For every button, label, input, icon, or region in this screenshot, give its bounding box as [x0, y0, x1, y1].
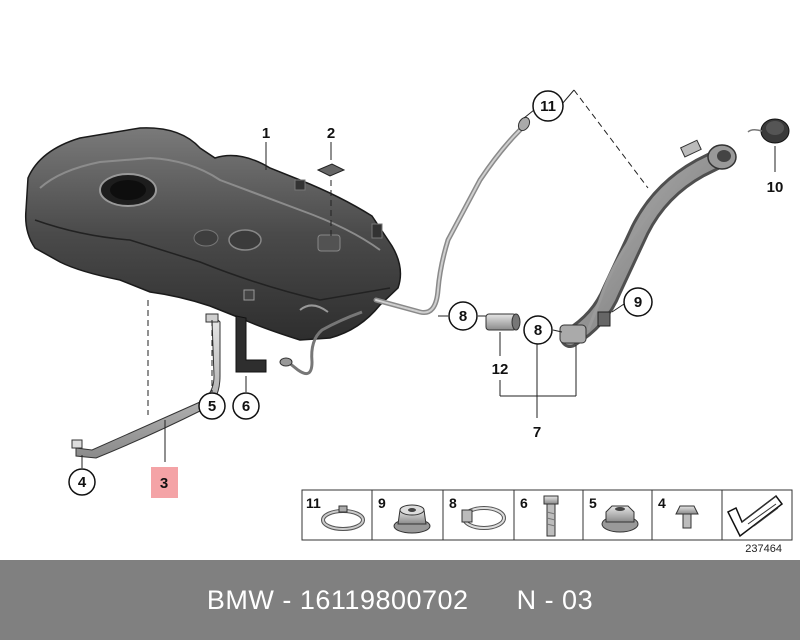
screw-icon [675, 505, 699, 529]
callout-2-label: 2 [327, 125, 335, 142]
callout-6-label: 6 [242, 398, 250, 415]
callout-1-label: 1 [262, 125, 270, 142]
filler-pipe [559, 139, 737, 348]
callout-4-label: 4 [78, 474, 87, 491]
callout-7-label: 7 [533, 424, 541, 441]
callout-8-b: 8 [523, 315, 553, 345]
callout-4: 4 [68, 468, 96, 496]
collar-nut-icon [393, 504, 431, 534]
fuel-tank [24, 127, 402, 373]
callout-11-label: 11 [540, 98, 556, 115]
callout-6: 6 [232, 392, 260, 420]
parts-legend: 11 9 8 [301, 489, 793, 541]
legend-item-arrow [726, 494, 784, 538]
highlight-part-3 [151, 467, 178, 498]
callout-12-label: 12 [492, 361, 509, 378]
callout-12: 12 [492, 361, 509, 378]
bolt-icon [543, 495, 559, 537]
hex-nut-icon [601, 505, 639, 533]
legend-item-5: 5 [589, 495, 639, 533]
callout-8-b-label: 8 [534, 322, 542, 339]
legend-item-8: 8 [449, 495, 506, 530]
part-number-banner: BMW - 16119800702 N - 03 [0, 560, 800, 640]
clamp-icon [461, 506, 506, 530]
hose-piece [485, 313, 521, 331]
callout-8-a-label: 8 [459, 308, 467, 325]
arrow-icon [726, 494, 784, 538]
callout-10: 10 [767, 179, 784, 196]
legend-item-4: 4 [658, 495, 699, 529]
legend-item-11: 11 [306, 495, 365, 531]
legend-item-5-number: 5 [589, 495, 597, 511]
legend-item-6-number: 6 [520, 495, 528, 511]
hose-clamp-icon [321, 505, 365, 531]
callout-8-a: 8 [448, 301, 478, 331]
callout-3-label: 3 [160, 475, 168, 492]
legend-item-11-number: 11 [306, 495, 321, 511]
callout-3: 3 [160, 475, 168, 492]
callout-9: 9 [623, 287, 653, 317]
part-number-text: BMW - 16119800702 N - 03 [206, 584, 594, 615]
callout-10-label: 10 [767, 179, 784, 196]
callout-5-label: 5 [208, 398, 216, 415]
pad-part-2 [316, 163, 346, 177]
reference-number: 237464 [745, 543, 782, 555]
callout-9-label: 9 [634, 294, 642, 311]
callout-2: 2 [327, 125, 335, 142]
callout-1: 1 [262, 125, 270, 142]
fuel-cap [747, 118, 790, 144]
fuel-tank-parts-diagram: 1 2 3 4 5 6 7 8 8 9 10 11 12 [24, 89, 793, 555]
callout-11: 11 [532, 90, 564, 122]
leader-lines [81, 89, 776, 468]
legend-item-8-number: 8 [449, 495, 457, 511]
legend-item-9-number: 9 [378, 495, 386, 511]
legend-item-4-number: 4 [658, 495, 666, 511]
sensor-cable [287, 310, 363, 376]
callout-5: 5 [198, 392, 226, 420]
callout-7: 7 [533, 424, 541, 441]
legend-item-6: 6 [520, 495, 559, 537]
legend-item-9: 9 [378, 495, 431, 534]
